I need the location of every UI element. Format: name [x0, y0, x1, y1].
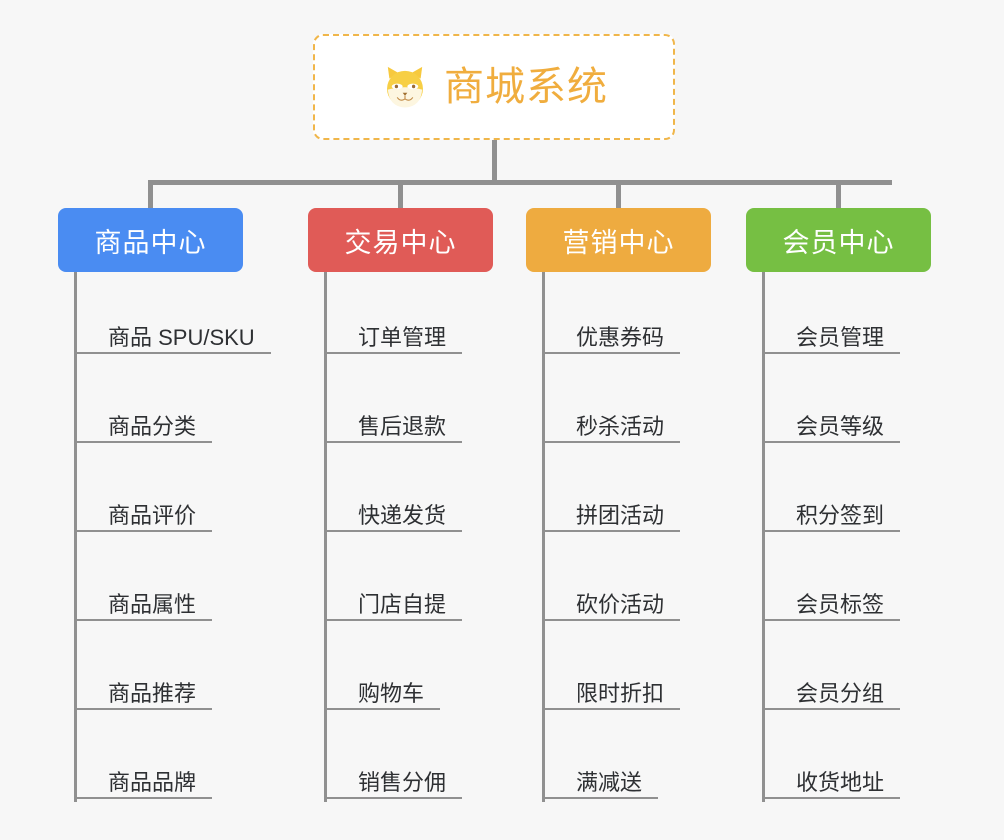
leaf-label: 门店自提	[358, 591, 447, 617]
leaf-label: 快递发货	[358, 502, 447, 528]
leaf-item[interactable]: 会员管理	[762, 272, 901, 354]
leaf-item[interactable]: 商品分类	[74, 361, 213, 443]
leaf-item[interactable]: 商品品牌	[74, 717, 213, 799]
leaf-label: 商品属性	[108, 591, 197, 617]
leaf-item[interactable]: 优惠券码	[542, 272, 681, 354]
leaf-label: 积分签到	[796, 502, 885, 528]
connector-drop-branch-3	[616, 183, 621, 209]
leaf-label: 会员标签	[796, 591, 885, 617]
leaf-item[interactable]: 收货地址	[762, 717, 901, 799]
connector-drop-branch-4	[836, 183, 841, 209]
leaf-item[interactable]: 会员标签	[762, 539, 901, 621]
leaf-item[interactable]: 商品 SPU/SKU	[74, 272, 271, 354]
leaf-item[interactable]: 限时折扣	[542, 628, 681, 710]
leaf-item[interactable]: 会员等级	[762, 361, 901, 443]
connector-drop-branch-2	[398, 183, 403, 209]
branch-node-product-center[interactable]: 商品中心	[58, 208, 243, 272]
leaf-label: 销售分佣	[358, 769, 447, 795]
leaf-label: 商品品牌	[108, 769, 197, 795]
leaf-label: 商品分类	[108, 413, 197, 439]
branch-label: 会员中心	[782, 227, 895, 258]
leaf-item[interactable]: 购物车	[324, 628, 441, 710]
leaf-item[interactable]: 商品评价	[74, 450, 213, 532]
connector-spine	[762, 272, 765, 802]
leaf-label: 会员管理	[796, 324, 885, 350]
leaf-item[interactable]: 门店自提	[324, 539, 463, 621]
leaf-item[interactable]: 售后退款	[324, 361, 463, 443]
leaf-label: 商品 SPU/SKU	[108, 324, 255, 350]
connector-horizontal-bus	[148, 180, 892, 185]
leaf-label: 售后退款	[358, 413, 447, 439]
leaf-item[interactable]: 订单管理	[324, 272, 463, 354]
connector-spine	[74, 272, 77, 802]
leaf-label: 商品评价	[108, 502, 197, 528]
branch-label: 交易中心	[344, 227, 457, 258]
branch-label: 商品中心	[94, 227, 207, 258]
branch-node-marketing-center[interactable]: 营销中心	[526, 208, 711, 272]
leaf-item[interactable]: 快递发货	[324, 450, 463, 532]
leaf-item[interactable]: 销售分佣	[324, 717, 463, 799]
branch-node-member-center[interactable]: 会员中心	[746, 208, 931, 272]
leaf-label: 会员分组	[796, 680, 885, 706]
connector-spine	[542, 272, 545, 802]
branch-label: 营销中心	[562, 227, 675, 258]
leaf-label: 商品推荐	[108, 680, 197, 706]
leaf-item[interactable]: 秒杀活动	[542, 361, 681, 443]
leaf-label: 秒杀活动	[576, 413, 665, 439]
branch-node-trade-center[interactable]: 交易中心	[308, 208, 493, 272]
leaf-label: 购物车	[358, 680, 425, 706]
leaf-label: 优惠券码	[576, 324, 665, 350]
leaf-label: 砍价活动	[576, 591, 665, 617]
leaf-label: 拼团活动	[576, 502, 665, 528]
leaf-item[interactable]: 拼团活动	[542, 450, 681, 532]
leaf-item[interactable]: 满减送	[542, 717, 659, 799]
connector-drop-branch-1	[148, 183, 153, 209]
shiba-dog-face-icon	[380, 63, 430, 113]
leaf-item[interactable]: 砍价活动	[542, 539, 681, 621]
leaf-item[interactable]: 会员分组	[762, 628, 901, 710]
leaf-item[interactable]: 积分签到	[762, 450, 901, 532]
root-title: 商城系统	[444, 65, 608, 109]
leaf-item[interactable]: 商品推荐	[74, 628, 213, 710]
leaf-label: 订单管理	[358, 324, 447, 350]
leaf-label: 限时折扣	[576, 680, 665, 706]
leaf-label: 会员等级	[796, 413, 885, 439]
connector-root-vertical	[492, 140, 497, 183]
leaf-item[interactable]: 商品属性	[74, 539, 213, 621]
connector-spine	[324, 272, 327, 802]
leaf-label: 收货地址	[796, 769, 885, 795]
leaf-label: 满减送	[576, 769, 643, 795]
root-node[interactable]: 商城系统	[313, 34, 675, 140]
